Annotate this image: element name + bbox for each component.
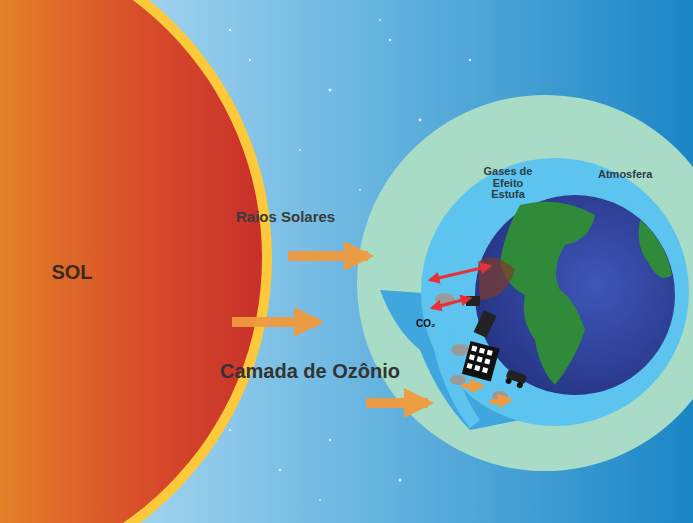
greenhouse-gas-label: Gases de Efeito Estufa (478, 166, 538, 201)
rays-label: Raios Solares (236, 208, 335, 225)
co2-label: CO₂ (416, 318, 435, 329)
node-text: SOL (51, 261, 92, 284)
ozone-layer-label: Camada de Ozônio (220, 360, 400, 383)
sun-label-box: SOL (45, 257, 98, 288)
atmosphere-label: Atmosfera (598, 168, 652, 180)
